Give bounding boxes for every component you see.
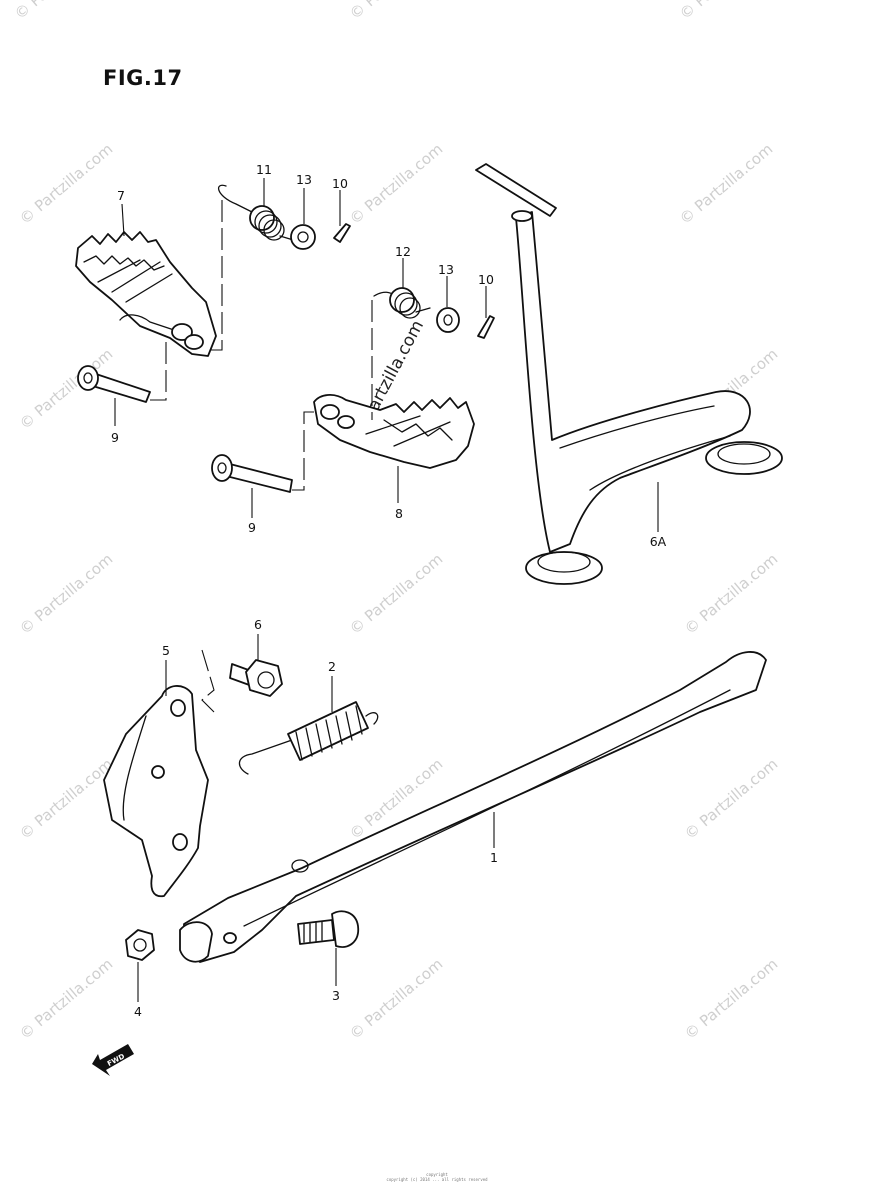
spring-right: [373, 287, 431, 319]
watermark: © Partzilla.com: [16, 140, 116, 228]
figure-title: FIG.17: [103, 66, 183, 90]
callout-1: 1: [490, 850, 498, 865]
pivot-bolt: [297, 910, 360, 948]
watermark: © Partzilla.com: [681, 955, 781, 1043]
footer-line-2: copyright (c) 2014 ... all rights reserv…: [386, 1177, 488, 1182]
callout-6: 6: [254, 617, 262, 632]
cotter-pin-left: [333, 223, 351, 243]
watermark: © Partzilla.com: [346, 0, 446, 23]
callout-9b: 9: [248, 520, 256, 535]
watermark: © Partzilla.com: [676, 140, 776, 228]
callout-6a: 6A: [650, 534, 667, 549]
side-stand: [179, 651, 767, 963]
washer-left: [290, 224, 316, 250]
watermark: © Partzilla.com: [16, 755, 116, 843]
pivot-nut: [125, 929, 155, 961]
watermark: © Partzilla.com: [346, 955, 446, 1043]
fwd-arrow-icon: FWD: [92, 1044, 134, 1076]
svg-text:FWD: FWD: [106, 1052, 126, 1068]
stand-bracket: [103, 685, 209, 898]
callout-3: 3: [332, 988, 340, 1003]
leader-lines: [114, 178, 659, 1002]
clevis-pin-lower: [211, 454, 293, 493]
watermark: © Partzilla.com: [16, 955, 116, 1043]
bracket-bolt: [229, 659, 283, 697]
copyright-footer: copyright copyright (c) 2014 ... all rig…: [0, 1172, 874, 1182]
callout-8: 8: [395, 506, 403, 521]
callout-4: 4: [134, 1004, 142, 1019]
footer-line-1: copyright: [426, 1172, 448, 1177]
cotter-pin-right: [477, 315, 495, 339]
watermark-layer: © Partzilla.com © Partzilla.com © Partzi…: [11, 0, 781, 1043]
callout-10b: 10: [478, 272, 494, 287]
watermark: © Partzilla.com: [681, 755, 781, 843]
footrest-left: [75, 231, 217, 357]
spring-left: [217, 184, 301, 243]
watermark: © Partzilla.com: [681, 550, 781, 638]
callout-2: 2: [328, 659, 336, 674]
callout-9: 9: [111, 430, 119, 445]
watermark: © Partzilla.com: [11, 0, 111, 23]
callout-12: 12: [395, 244, 411, 259]
return-spring: [238, 701, 379, 775]
callout-13: 13: [296, 172, 312, 187]
watermark: © Partzilla.com: [346, 550, 446, 638]
callout-7: 7: [117, 188, 125, 203]
callout-11: 11: [256, 162, 272, 177]
clevis-pin-upper: [77, 365, 151, 403]
watermark: © Partzilla.com: [346, 140, 446, 228]
watermark: © Partzilla.com: [16, 550, 116, 638]
footrest-right: [313, 394, 475, 469]
callout-10: 10: [332, 176, 348, 191]
callout-5: 5: [162, 643, 170, 658]
center-stand: [475, 163, 783, 585]
callout-13b: 13: [438, 262, 454, 277]
watermark: © Partzilla.com: [676, 0, 776, 23]
callout-labels: 7 11 13 10 12 13 10 9 9 8 6A 5 6 2 1 3 4: [111, 162, 667, 1019]
washer-right: [436, 307, 460, 333]
